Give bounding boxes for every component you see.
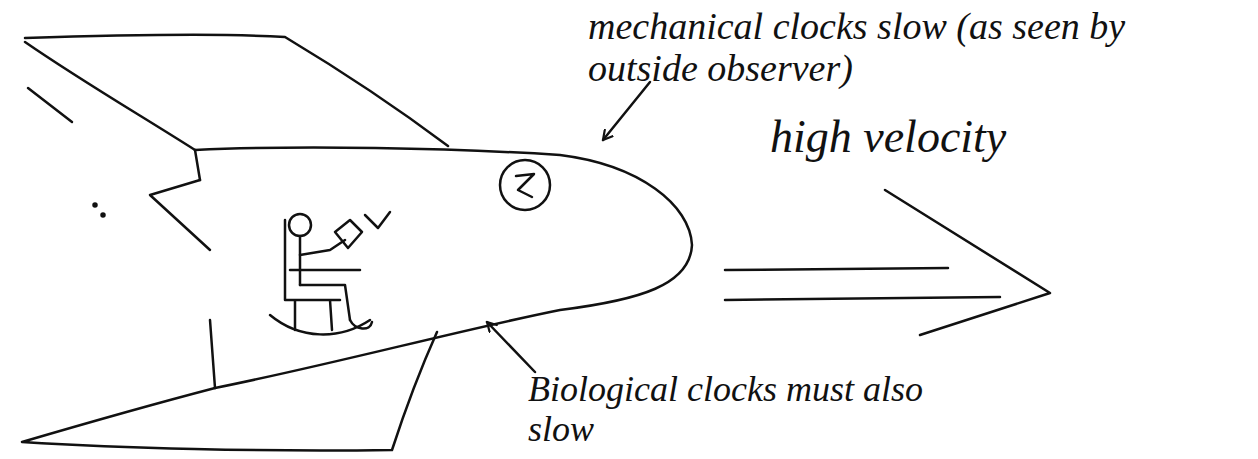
rocket-fin bbox=[25, 35, 448, 150]
velocity-arrow bbox=[885, 190, 1050, 335]
rocket-body bbox=[195, 148, 692, 388]
velocity-arrow bbox=[725, 268, 1000, 300]
clock-symbol bbox=[500, 160, 550, 210]
callout-note: Biological clocks must also slow bbox=[528, 370, 948, 449]
speck bbox=[94, 204, 97, 207]
leader-arrow bbox=[603, 82, 650, 140]
motion-label: high velocity bbox=[770, 112, 1130, 163]
clock-hand bbox=[516, 174, 534, 197]
callout-note: mechanical clocks slow (as seen by outsi… bbox=[588, 6, 1188, 90]
leader-arrow bbox=[487, 322, 535, 372]
person-in-rocking-chair bbox=[270, 212, 390, 334]
rocket-tail bbox=[195, 150, 215, 388]
rocket-fin bbox=[22, 332, 437, 451]
speck bbox=[102, 214, 105, 217]
rocket-fin bbox=[28, 88, 72, 122]
rocket-fin bbox=[150, 180, 210, 250]
